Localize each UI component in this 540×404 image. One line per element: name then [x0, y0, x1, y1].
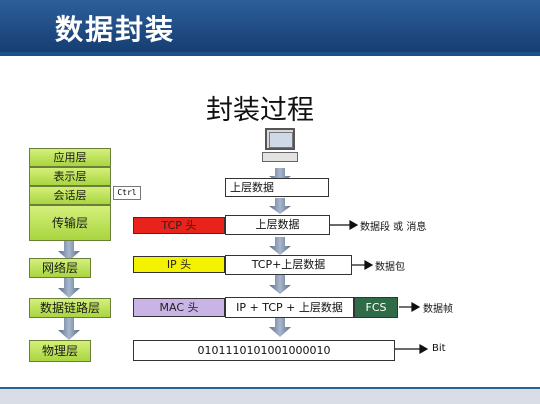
header-title: 数据封装 — [55, 13, 176, 46]
mac-header: MAC 头 — [133, 298, 225, 317]
layer-presentation: 表示层 — [29, 167, 111, 186]
layer-datalink: 数据链路层 — [29, 298, 111, 318]
layer-transport: 传输层 — [29, 205, 111, 241]
ctrl-tooltip: Ctrl — [113, 186, 141, 200]
layer-physical: 物理层 — [29, 340, 91, 362]
fcs-trailer: FCS — [354, 297, 398, 318]
slide-title: 封装过程 — [206, 95, 314, 126]
header-divider — [0, 52, 540, 56]
left-down-arrow — [58, 241, 80, 340]
segment-data-box: 上层数据 — [225, 215, 330, 235]
frame-label: 数据帧 — [423, 304, 453, 315]
footer-bar — [0, 387, 540, 404]
tcp-header: TCP 头 — [133, 217, 225, 234]
segment-label: 数据段 或 消息 — [360, 222, 427, 233]
packet-data-box: TCP+上层数据 — [225, 255, 352, 275]
layer-session: 会话层 — [29, 186, 111, 205]
bit-stream-box: 0101110101001000010 — [133, 340, 395, 361]
packet-label: 数据包 — [375, 262, 405, 273]
layer-network: 网络层 — [29, 258, 91, 278]
ip-header: IP 头 — [133, 256, 225, 273]
header-bar: 数据封装 — [0, 0, 540, 52]
bit-label: Bit — [432, 343, 446, 354]
layer-application: 应用层 — [29, 148, 111, 167]
upper-data-box: 上层数据 — [225, 178, 329, 197]
frame-data-box: IP + TCP + 上层数据 — [225, 297, 354, 318]
computer-icon — [262, 128, 298, 164]
